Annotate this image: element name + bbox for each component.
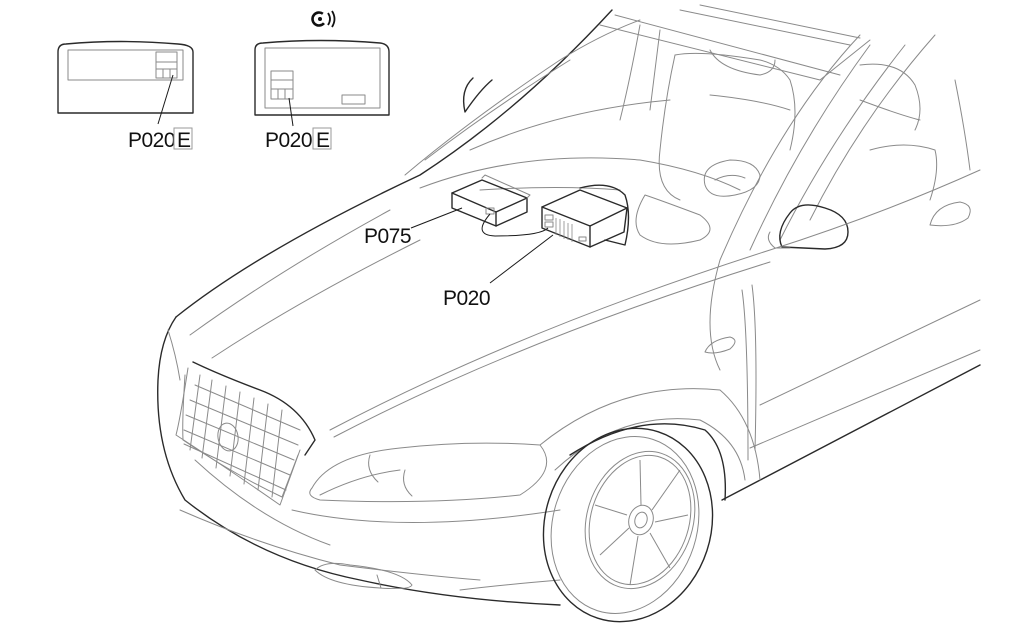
radio-code-label: P020 <box>128 129 175 152</box>
radio-front-panel-standard <box>57 40 194 125</box>
radio-front-panel-navigation <box>254 39 390 127</box>
navigation-radio-code-label: P020 <box>265 129 312 152</box>
radio-main-code-label: P020 <box>443 287 490 310</box>
front-wheel <box>542 427 714 623</box>
navigation-radio-suffix-label: E <box>316 129 330 152</box>
navigation-radio-icon <box>311 10 336 28</box>
e-code-box <box>312 127 332 150</box>
car-body <box>157 4 981 606</box>
e-code-box <box>173 127 193 150</box>
cd-changer-code-label: P075 <box>364 225 411 248</box>
cd-changer-unit <box>410 174 549 237</box>
radio-main-unit <box>489 184 630 284</box>
radio-suffix-label: E <box>177 129 191 152</box>
